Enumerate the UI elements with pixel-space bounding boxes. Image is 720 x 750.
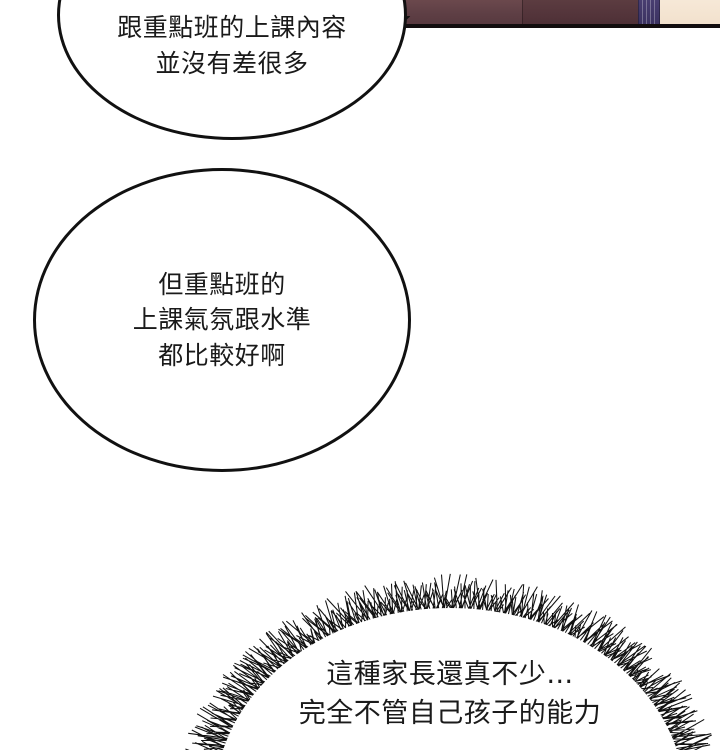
previous-panel-sliver (400, 0, 720, 28)
spiky-bubble-outline (185, 573, 712, 750)
panel-curtain-segment (638, 0, 660, 24)
speech-bubble-1-text: 跟重點班的上課內容 並沒有差很多 (117, 13, 347, 78)
speech-bubble-3: 這種家長還真不少… 完全不管自己孩子的能力 (150, 500, 720, 750)
speech-bubble-1: 跟重點班的上課內容 並沒有差很多 (57, 0, 407, 140)
curtain-fold-4 (654, 0, 655, 24)
panel-wall-right-segment (522, 0, 638, 24)
panel-floor-segment (660, 0, 720, 24)
panel-wall-seam (522, 0, 523, 24)
panel-curtain-seam-left (638, 0, 639, 24)
panel-curtain-seam-right (659, 0, 660, 24)
curtain-fold-2 (646, 0, 647, 24)
curtain-fold-1 (642, 0, 643, 24)
speech-bubble-2-text: 但重點班的 上課氣氛跟水準 都比較好啊 (132, 269, 312, 370)
panel-wall-left-segment (400, 0, 522, 24)
speech-bubble-3-text: 這種家長還真不少… 完全不管自己孩子的能力 (298, 659, 602, 730)
curtain-fold-3 (650, 0, 651, 24)
speech-bubble-2: 但重點班的 上課氣氛跟水準 都比較好啊 (33, 168, 411, 472)
